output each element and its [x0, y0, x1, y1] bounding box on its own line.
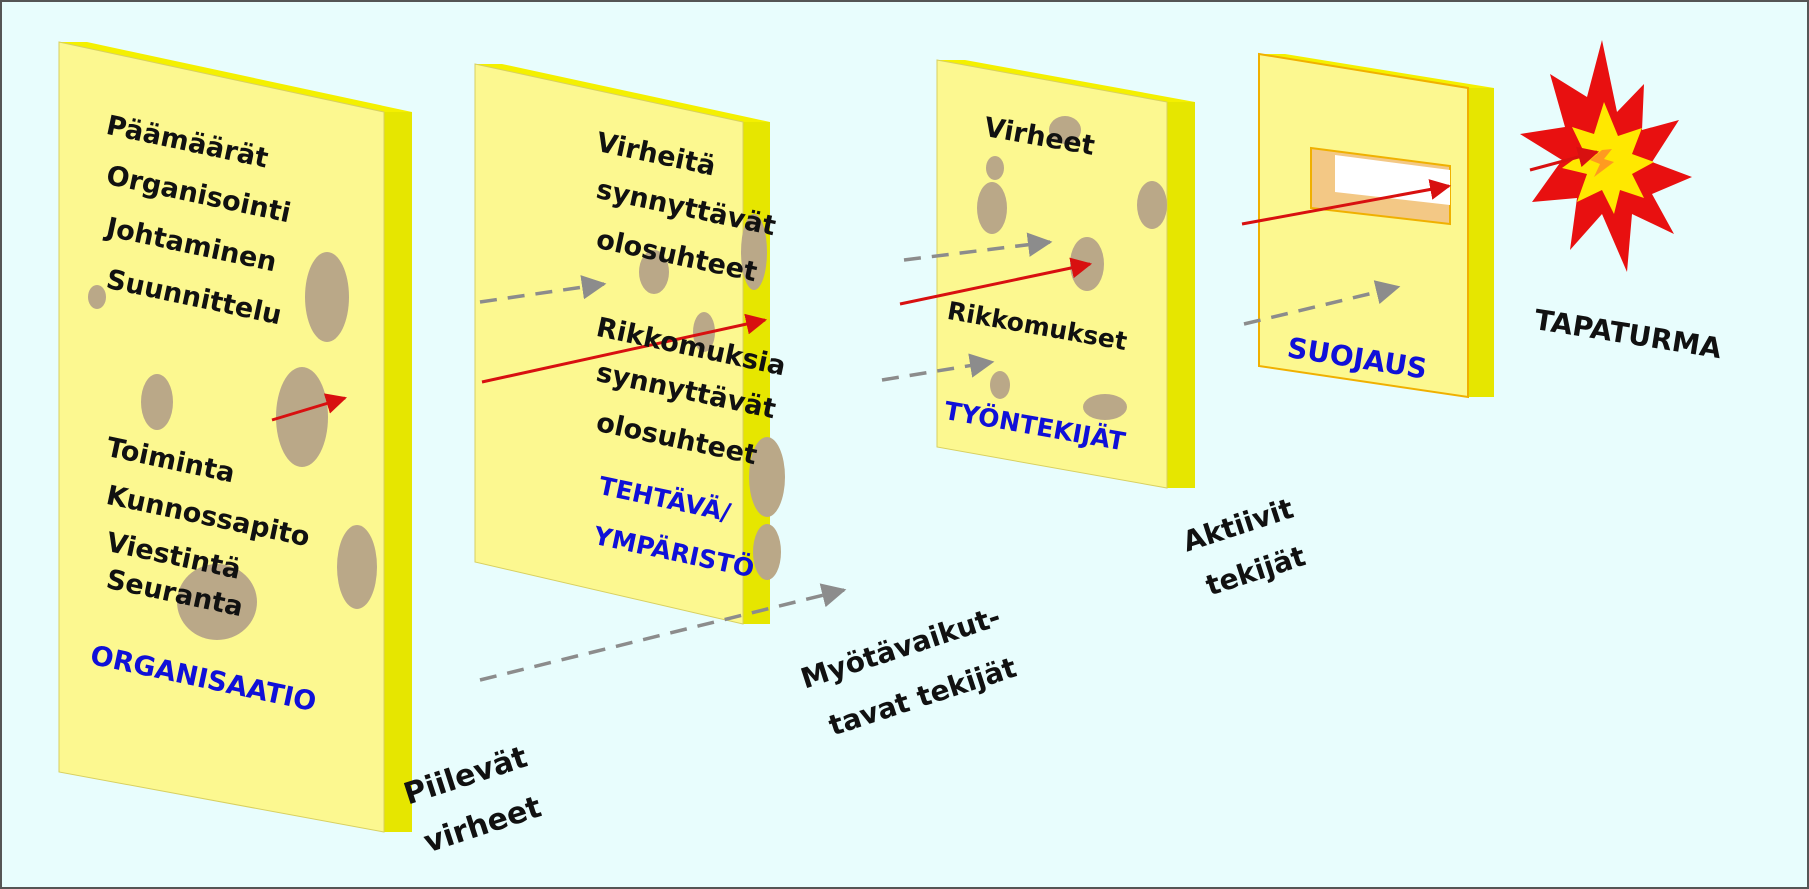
organisation-holes [88, 252, 377, 640]
accident-trajectory [271, 146, 1600, 422]
trajectory-arrow-4 [1241, 179, 1452, 226]
trajectory-arrow-1 [271, 393, 348, 422]
dashed-arrow-1 [479, 275, 607, 304]
protection-panel [1258, 52, 1494, 399]
task-panel [474, 63, 785, 625]
dashed-arrows [479, 232, 1401, 682]
trajectory-arrow-2 [481, 313, 768, 384]
dashed-arrow-3 [881, 353, 995, 382]
dashed-arrow-5 [479, 583, 847, 682]
explosion-icon [1520, 40, 1692, 272]
dashed-arrow-2 [903, 232, 1053, 262]
task-holes [639, 214, 785, 580]
trajectory-arrow-5 [1529, 146, 1600, 172]
organisation-panel [58, 41, 412, 833]
trajectory-arrow-3 [899, 257, 1093, 306]
worker-panel [936, 59, 1195, 489]
